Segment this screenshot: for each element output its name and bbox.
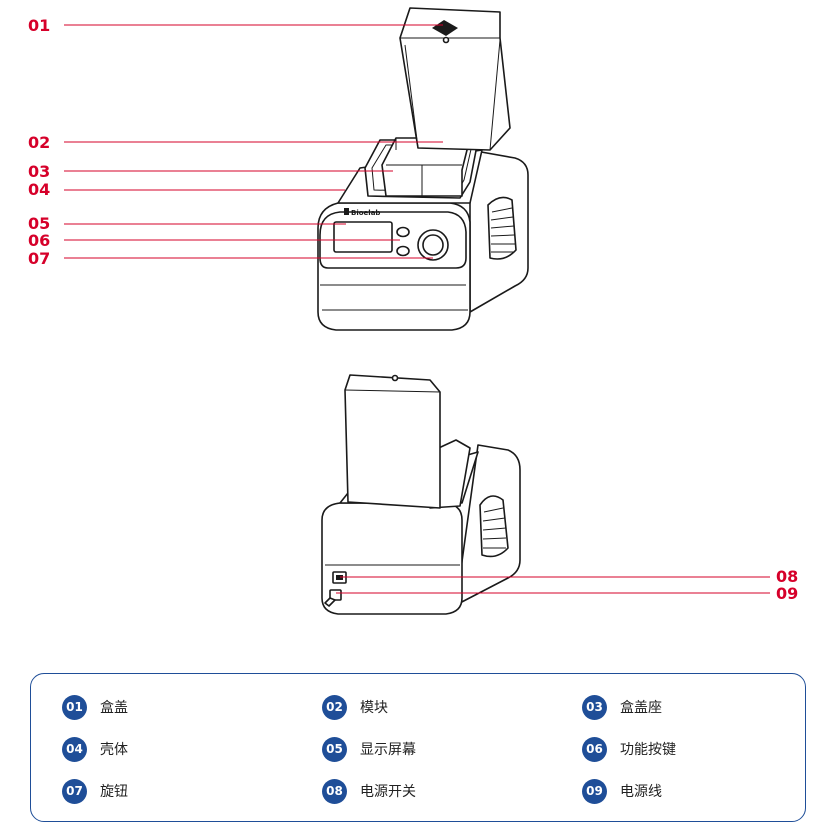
device-diagram: Bioelab: [28, 7, 798, 615]
back-box-lid: [344, 374, 441, 509]
callout-05: 05: [28, 214, 50, 233]
callout-numbers: 01 02 03 04 05 06 07 08 09: [28, 16, 798, 603]
legend-badge: 08: [322, 778, 347, 804]
lid-handle-icon: [432, 20, 458, 36]
front-view-device: Bioelab: [317, 7, 529, 331]
function-button-bottom: [396, 245, 410, 257]
callout-02: 02: [28, 133, 50, 152]
legend-item: 08 电源开关: [322, 778, 416, 804]
legend-item: 09 电源线: [582, 778, 662, 804]
legend-badge: 09: [582, 778, 607, 804]
back-housing-body: [321, 502, 463, 615]
callout-03: 03: [28, 162, 50, 181]
legend-badge: 02: [322, 694, 347, 720]
parts-legend: 01 盒盖 02 模块 03 盒盖座 04 壳体 05 显示屏幕 06 功能按键…: [30, 673, 806, 822]
knob-inner: [422, 234, 444, 256]
power-cord: [324, 597, 336, 607]
legend-item: 04 壳体: [62, 736, 128, 762]
callout-01: 01: [28, 16, 50, 35]
legend-badge: 03: [582, 694, 607, 720]
legend-item: 06 功能按键: [582, 736, 676, 762]
legend-badge: 07: [62, 778, 87, 804]
legend-label: 电源开关: [360, 784, 416, 800]
legend-item: 02 模块: [322, 694, 388, 720]
legend-label: 盒盖: [100, 700, 128, 716]
legend-label: 功能按键: [620, 742, 676, 758]
callout-08: 08: [776, 567, 798, 586]
brand-logo-icon: [344, 208, 349, 215]
callout-07: 07: [28, 249, 50, 268]
legend-badge: 04: [62, 736, 87, 762]
box-lid: [399, 7, 511, 151]
legend-label: 模块: [360, 700, 388, 716]
legend-badge: 05: [322, 736, 347, 762]
back-vent-grille: [479, 495, 509, 558]
back-view-device: [321, 374, 521, 615]
legend-label: 电源线: [620, 784, 662, 800]
legend-item: 05 显示屏幕: [322, 736, 416, 762]
legend-item: 07 旋钮: [62, 778, 128, 804]
legend-label: 壳体: [100, 742, 128, 758]
legend-item: 03 盒盖座: [582, 694, 662, 720]
legend-label: 旋钮: [100, 784, 128, 800]
callout-09: 09: [776, 584, 798, 603]
callout-04: 04: [28, 180, 50, 199]
function-button-top: [396, 226, 410, 238]
legend-label: 显示屏幕: [360, 742, 416, 758]
legend-label: 盒盖座: [620, 700, 662, 716]
vent-grille: [487, 196, 517, 260]
brand-name: Bioelab: [351, 209, 380, 217]
callout-06: 06: [28, 231, 50, 250]
leader-lines: [64, 24, 770, 594]
display-screen: [333, 221, 393, 253]
legend-badge: 06: [582, 736, 607, 762]
legend-badge: 01: [62, 694, 87, 720]
legend-item: 01 盒盖: [62, 694, 128, 720]
